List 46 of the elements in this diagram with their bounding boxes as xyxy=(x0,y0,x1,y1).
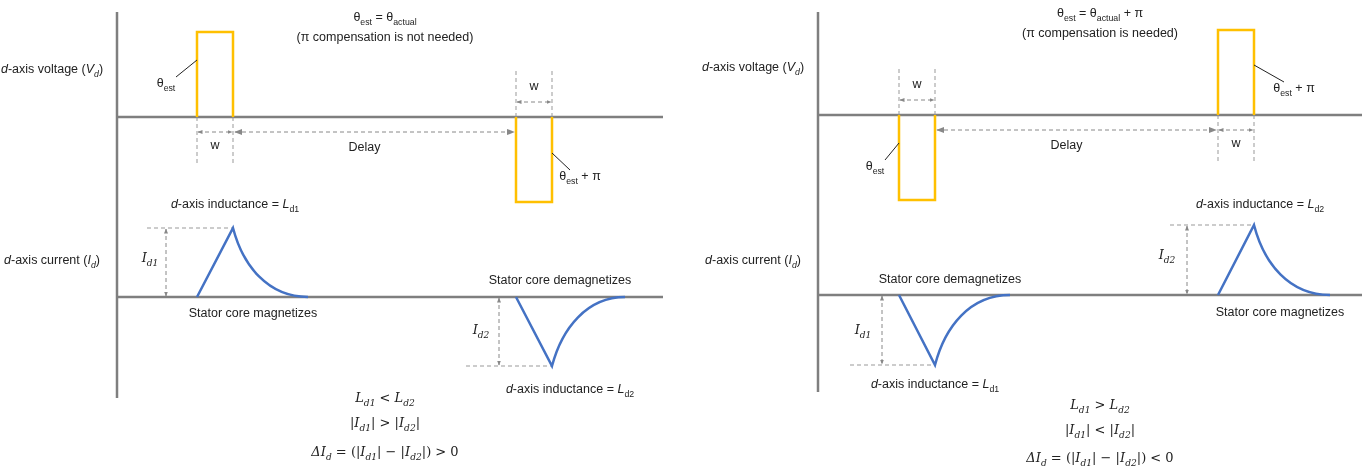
dimension-arrow xyxy=(936,126,1217,134)
phase-label: θ$_{est}$ + π xyxy=(1273,80,1315,100)
annotation-text: d-axis inductance = L$_{d1}$ xyxy=(870,376,1000,396)
leader-line xyxy=(551,152,571,171)
annotation-text: d-axis inductance = L$_{d2}$ xyxy=(505,381,635,401)
leader-line xyxy=(1253,64,1285,83)
dimension-label: I$_{d2}$ xyxy=(1158,246,1176,266)
edge-label: Delay xyxy=(348,138,381,156)
dimension-label: w xyxy=(529,77,539,95)
note-text: (π compensation is needed) xyxy=(1022,24,1178,42)
annotation-text: Stator core magnetizes xyxy=(1215,303,1345,321)
voltage-pulse xyxy=(195,30,235,117)
voltage-pulse xyxy=(514,117,554,204)
axis-label: d-axis voltage (V$_{d}$) xyxy=(0,61,105,81)
axis-label: d-axis voltage (V$_{d}$) xyxy=(700,59,806,79)
equation-text: ΔI$_{d}$ = (|I$_{d1}$| − |I$_{d2}$|) > 0 xyxy=(311,443,459,463)
dimension-arrow xyxy=(234,128,515,136)
dimension-label: w xyxy=(912,75,922,93)
annotation-text: Stator core demagnetizes xyxy=(488,271,632,289)
annotation-text: d-axis inductance = L$_{d2}$ xyxy=(1195,196,1325,216)
edge-label: Delay xyxy=(1050,136,1083,154)
dimension-label: I$_{d2}$ xyxy=(472,321,490,341)
equation-text: ΔI$_{d}$ = (|I$_{d1}$| − |I$_{d2}$|) < 0 xyxy=(1026,449,1174,469)
equation-text: L$_{d1}$ < L$_{d2}$ xyxy=(355,389,415,409)
annotation-text: Stator core magnetizes xyxy=(188,304,318,322)
voltage-pulse xyxy=(897,115,937,202)
axis-label: d-axis current (I$_{d}$) xyxy=(3,252,101,272)
axis-label: d-axis current (I$_{d}$) xyxy=(704,252,802,272)
phase-label: θ$_{est}$ xyxy=(156,75,176,95)
leader-line xyxy=(884,142,900,161)
dimension-label: I$_{d1}$ xyxy=(141,249,159,269)
leader-line xyxy=(175,59,198,78)
dimension-label: w xyxy=(1231,134,1241,152)
dimension-label: I$_{d1}$ xyxy=(854,321,872,341)
dimension-label: w xyxy=(210,136,220,154)
equation-text: |I$_{d1}$| < |I$_{d2}$| xyxy=(1064,421,1136,441)
phase-label: θ$_{est}$ xyxy=(865,158,885,178)
condition-text: θ$_{est}$ = θ$_{actual}$ + π xyxy=(1056,5,1144,25)
annotation-text: Stator core demagnetizes xyxy=(878,270,1022,288)
equation-text: L$_{d1}$ > L$_{d2}$ xyxy=(1070,396,1130,416)
voltage-pulse xyxy=(1216,28,1256,115)
annotation-text: d-axis inductance = L$_{d1}$ xyxy=(170,196,300,216)
phase-label: θ$_{est}$ + π xyxy=(559,168,601,188)
equation-text: |I$_{d1}$| > |I$_{d2}$| xyxy=(349,414,421,434)
condition-text: θ$_{est}$ = θ$_{actual}$ xyxy=(353,9,417,29)
note-text: (π compensation is not needed) xyxy=(296,28,474,46)
